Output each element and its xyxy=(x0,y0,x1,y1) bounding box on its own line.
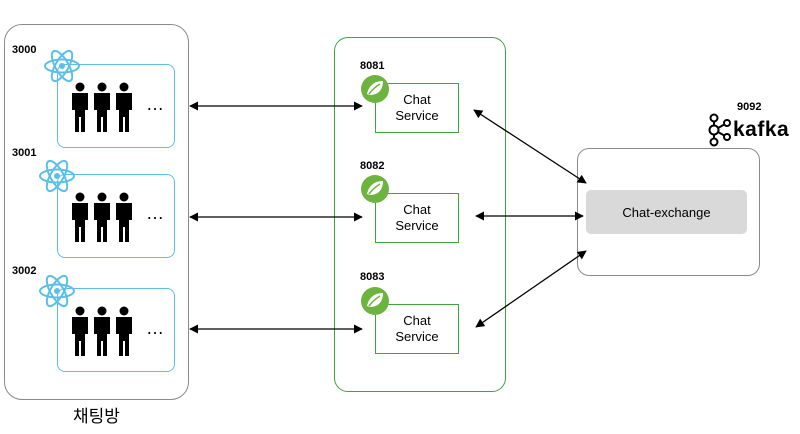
arrow-service3-kafka xyxy=(475,250,587,328)
react-icon xyxy=(39,159,75,193)
service-port-8082: 8082 xyxy=(360,160,385,172)
client-port-3001: 3001 xyxy=(12,147,37,159)
client-group-label: 채팅방 xyxy=(73,407,120,427)
service-label-line2: Service xyxy=(395,218,439,233)
kafka-port: 9092 xyxy=(737,101,762,113)
client-group xyxy=(4,24,189,400)
service-label-line1: Chat xyxy=(403,313,431,328)
users-icon xyxy=(72,192,132,242)
chat-exchange-topic: Chat-exchange xyxy=(586,190,747,234)
service-label-line1: Chat xyxy=(403,92,431,107)
client-port-3002: 3002 xyxy=(12,265,37,277)
service-port-8081: 8081 xyxy=(360,60,385,72)
more-users-ellipsis: … xyxy=(146,94,165,114)
kafka-logo-icon xyxy=(708,113,731,147)
arrow-service1-kafka xyxy=(473,109,587,184)
service-port-8083: 8083 xyxy=(360,271,385,283)
users-icon xyxy=(72,306,132,356)
more-users-ellipsis: … xyxy=(146,203,165,223)
service-label-line2: Service xyxy=(395,108,439,123)
client-port-3000: 3000 xyxy=(12,44,37,56)
spring-leaf-icon xyxy=(361,175,389,203)
service-label-line1: Chat xyxy=(403,202,431,217)
react-icon xyxy=(39,274,75,308)
users-icon xyxy=(72,82,132,132)
service-label-line2: Service xyxy=(395,329,439,344)
spring-leaf-icon xyxy=(361,287,389,315)
more-users-ellipsis: … xyxy=(146,318,165,338)
spring-leaf-icon xyxy=(361,75,389,103)
react-icon xyxy=(44,49,80,83)
kafka-brand-text: kafka xyxy=(733,118,790,141)
